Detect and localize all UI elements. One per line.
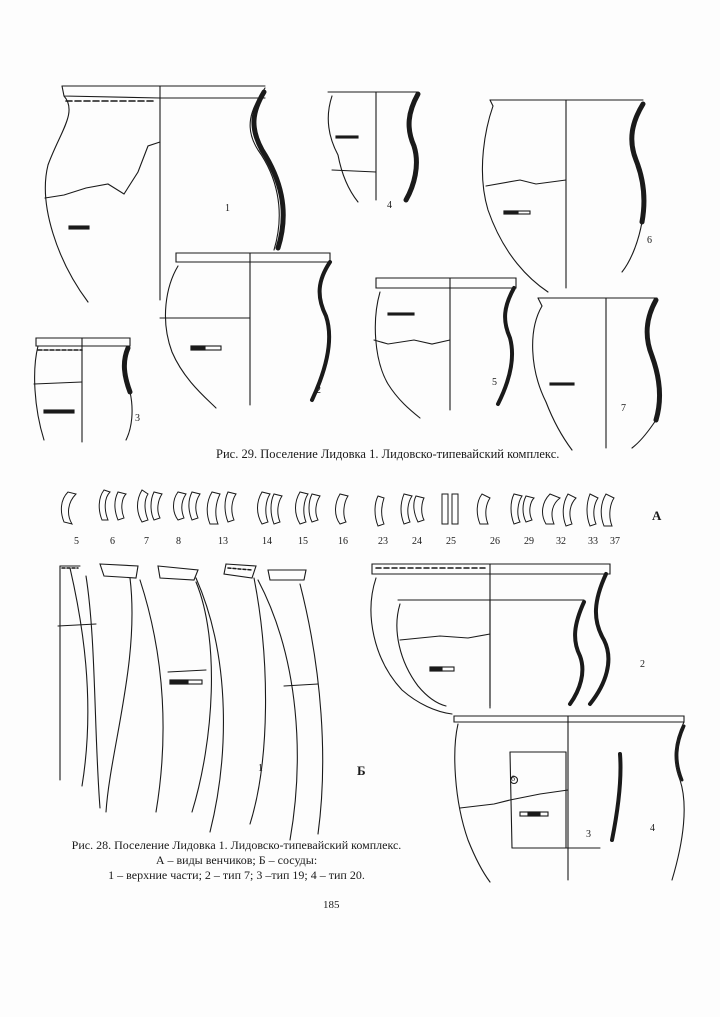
vessel-29-5-number: 5 (492, 377, 497, 388)
rim-type-label: 5 (74, 536, 79, 547)
vessel-29-3-number: 3 (135, 413, 140, 424)
section-a-label: А (652, 508, 662, 523)
vessel-28-2-number: 2 (640, 659, 645, 670)
vessel-28-3b-drawing (509, 751, 623, 849)
fig29-caption: Рис. 29. Поселение Лидовка 1. Лидовско-т… (216, 447, 560, 461)
vessel-29-2-number: 2 (316, 385, 321, 396)
vessel-29-5-drawing (373, 277, 517, 419)
fig28-caption-line3: 1 – верхние части; 2 – тип 7; 3 –тип 19;… (108, 868, 365, 882)
rim-type-label: 23 (378, 536, 388, 547)
rim-type-label: 6 (110, 536, 115, 547)
vessel-29-1-number: 1 (225, 203, 230, 214)
rim-profiles-row (60, 489, 615, 527)
vessel-29-6-drawing (481, 99, 647, 293)
vessel-28-1-drawing (57, 563, 324, 841)
vessel-28-1-number: 1 (258, 763, 263, 774)
vessel-28-4-drawing (453, 715, 686, 883)
find-mark: 6 (511, 774, 515, 783)
rim-type-label: 37 (610, 536, 620, 547)
vessel-28-4-number: 4 (650, 823, 655, 834)
rim-type-label: 33 (588, 536, 598, 547)
rim-type-label: 13 (218, 536, 228, 547)
rim-type-label: 26 (490, 536, 500, 547)
vessel-29-1-drawing (44, 85, 286, 303)
vessel-29-6-number: 6 (647, 235, 652, 246)
rim-type-label: 16 (338, 536, 348, 547)
vessel-29-4-number: 4 (387, 200, 392, 211)
fig28-caption-line2: А – виды венчиков; Б – сосуды: (155, 853, 318, 867)
vessel-29-4-drawing (327, 91, 421, 203)
vessel-29-7-number: 7 (621, 403, 626, 414)
page-number: 185 (323, 899, 340, 911)
rim-type-label: 8 (176, 536, 181, 547)
rim-type-label: 14 (262, 536, 272, 547)
vessel-29-7-drawing (532, 297, 662, 451)
vessel-28-3-drawing (396, 599, 586, 709)
rim-type-label: 29 (524, 536, 534, 547)
vessel-29-2-drawing (159, 252, 332, 409)
rim-type-label: 32 (556, 536, 566, 547)
rim-type-label: 24 (412, 536, 422, 547)
rim-type-label: 7 (144, 536, 149, 547)
vessel-28-3-number: 3 (586, 829, 591, 840)
fig28-caption-line1: Рис. 28. Поселение Лидовка 1. Лидовско-т… (71, 838, 402, 852)
rim-type-label: 15 (298, 536, 308, 547)
rim-type-label: 25 (446, 536, 456, 547)
vessel-29-3-drawing (33, 337, 133, 443)
section-b-label: Б (357, 763, 366, 778)
